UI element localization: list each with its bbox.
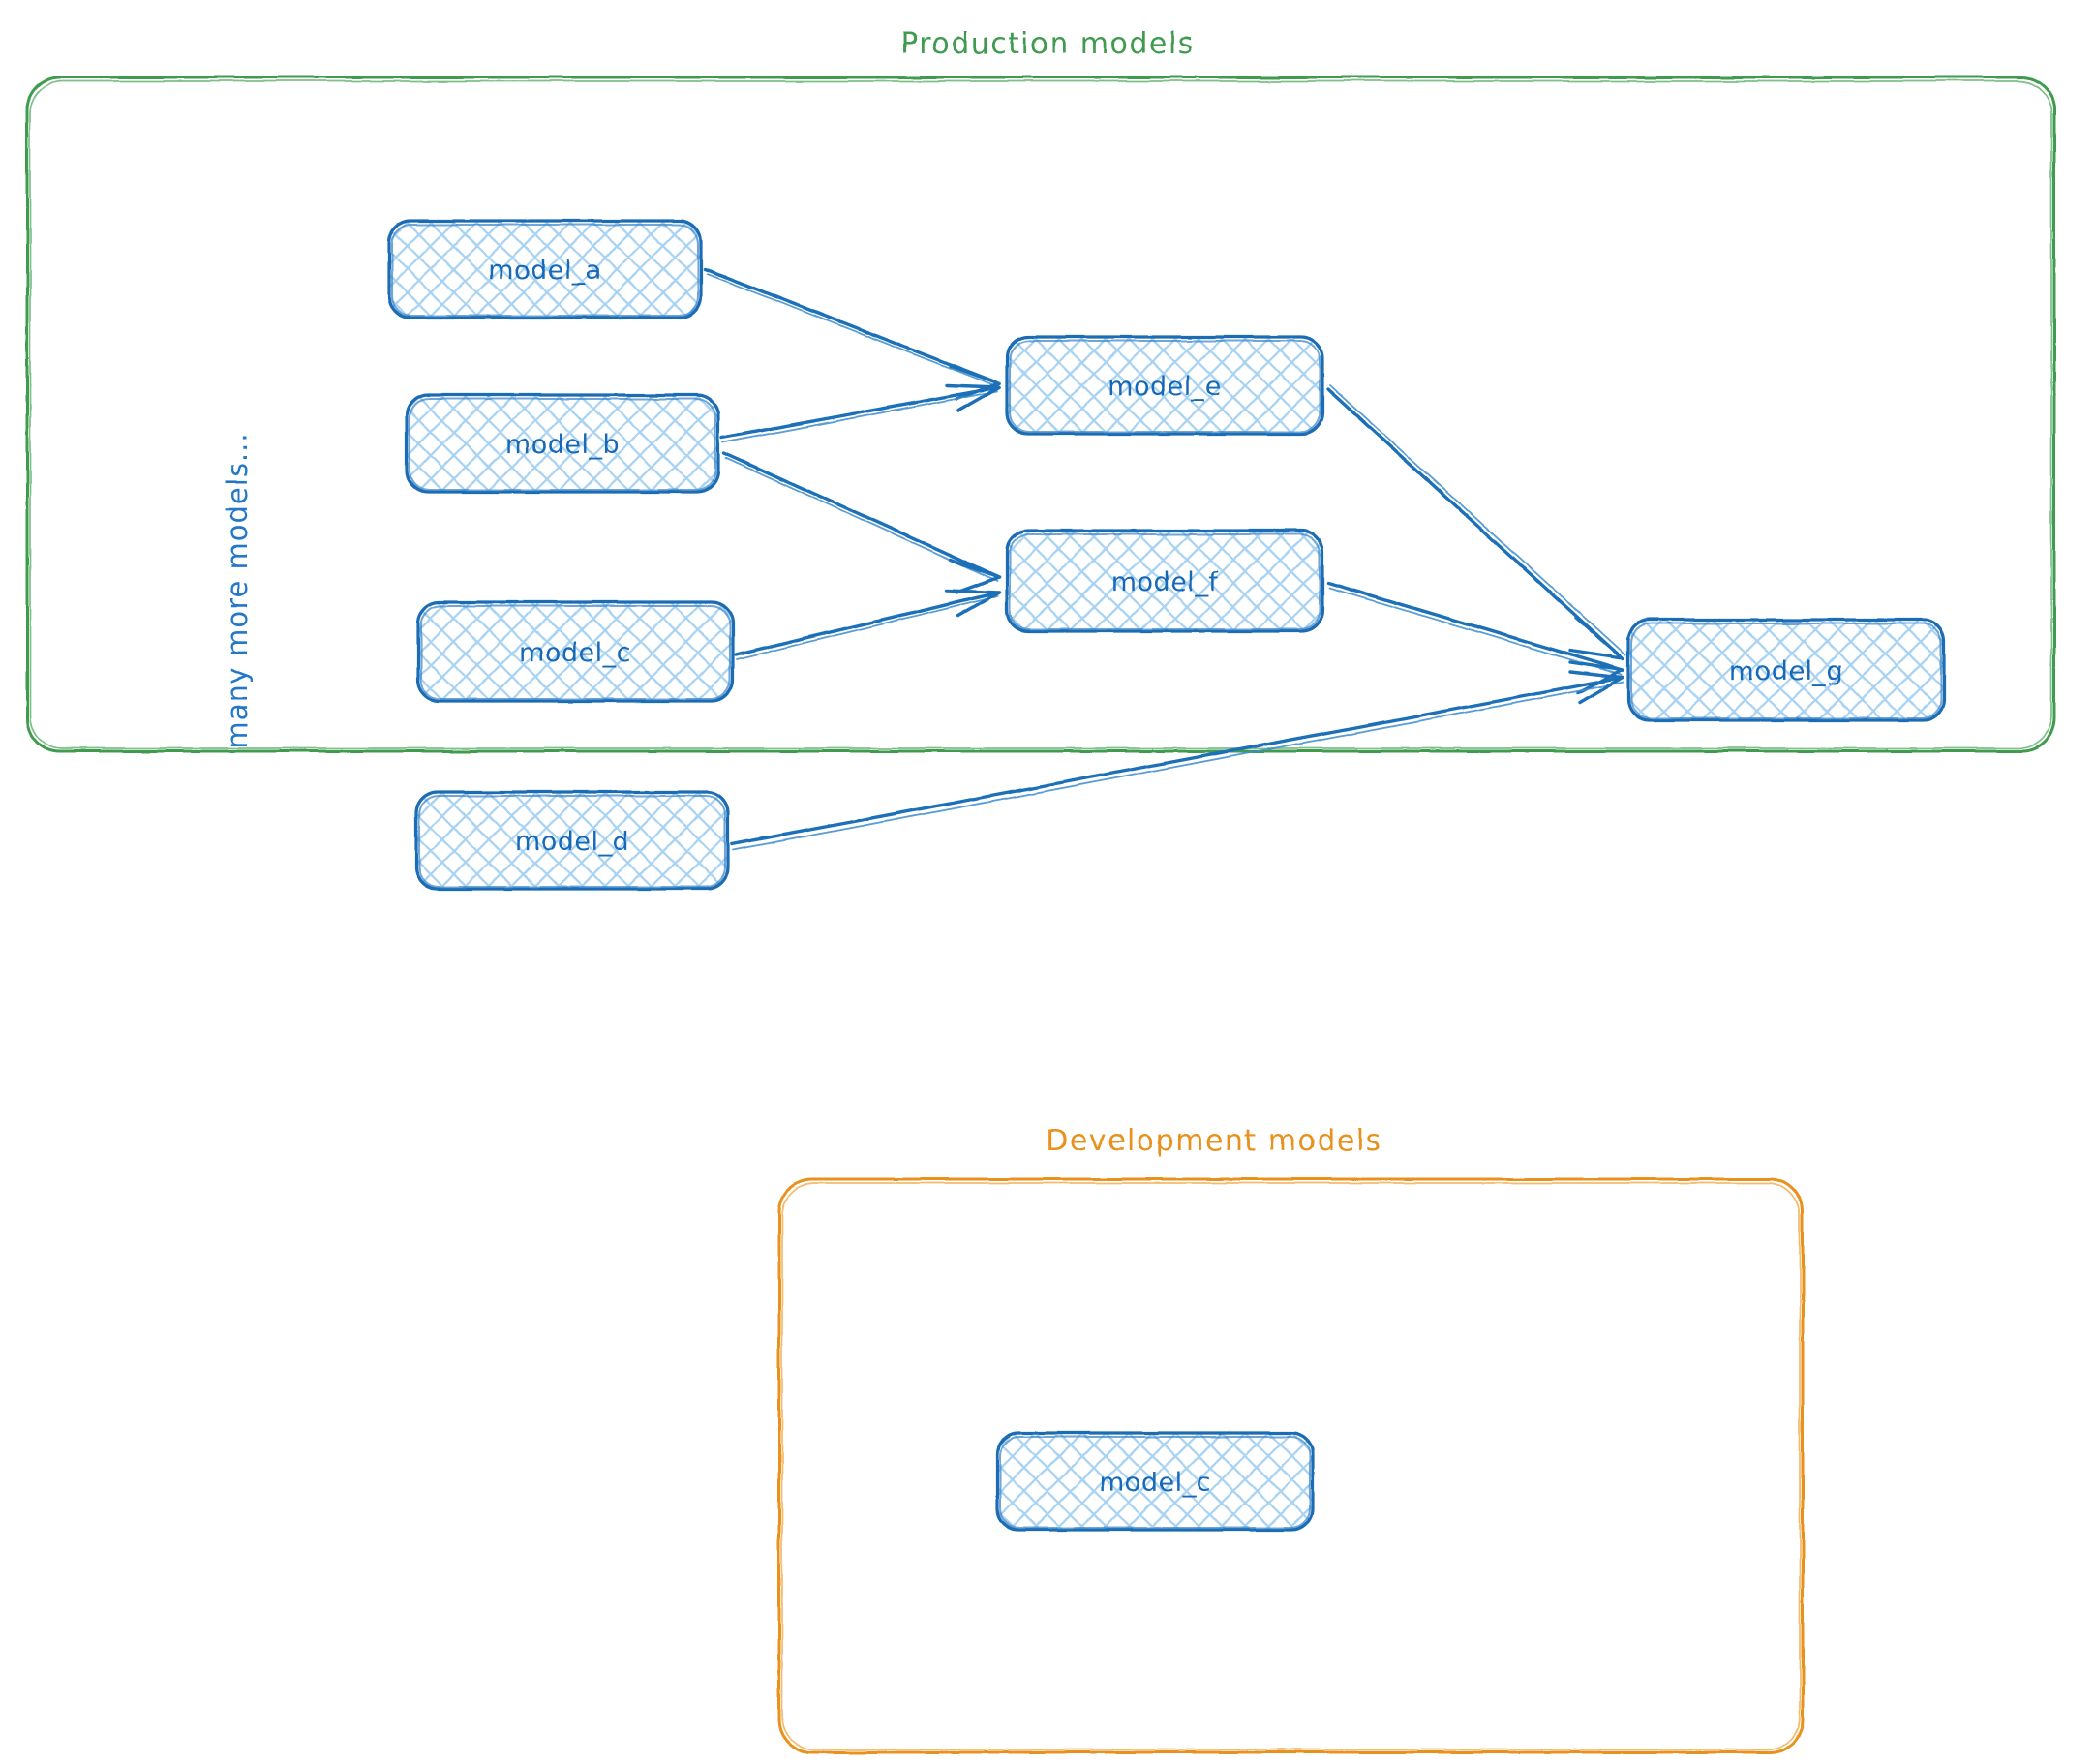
edge-model-f-to-model-g xyxy=(1326,581,1624,695)
group-title-development: Development models xyxy=(1046,1124,1382,1158)
group-production: Production models xyxy=(25,27,2056,753)
node-model-e[interactable]: model_e xyxy=(1005,335,1324,436)
production-boundary xyxy=(25,76,2056,753)
edge-model-b-to-model-f xyxy=(722,451,1001,594)
edge-model-e-to-model-g xyxy=(1326,384,1626,660)
node-model-a[interactable]: model_a xyxy=(387,219,703,319)
development-boundary xyxy=(777,1177,1805,1754)
node-model-f[interactable]: model_f xyxy=(1005,529,1324,633)
node-label-model-f: model_f xyxy=(1111,567,1220,597)
edge-model-b-to-model-e xyxy=(720,383,1001,443)
node-model-g[interactable]: model_g xyxy=(1626,618,1946,722)
edge-model-c-to-model-f xyxy=(734,589,1001,660)
node-label-model-c-dev: model_c xyxy=(1099,1468,1211,1498)
group-title-production: Production models xyxy=(900,27,1195,61)
node-layer: model_a model_b model_c xyxy=(387,219,1946,891)
development-boundary-sketch xyxy=(781,1182,1801,1750)
node-model-d[interactable]: model_d xyxy=(414,790,730,891)
edge-layer xyxy=(703,267,1626,851)
group-development: Development models model_c xyxy=(777,1124,1805,1754)
node-model-b[interactable]: model_b xyxy=(405,393,720,494)
node-label-model-b: model_b xyxy=(505,430,620,460)
production-boundary-sketch xyxy=(29,80,2052,749)
side-note-label: many more models... xyxy=(221,432,254,748)
edge-model-a-to-model-e xyxy=(703,267,1001,401)
node-label-model-c: model_c xyxy=(519,638,631,668)
side-note-many-more-models: many more models... xyxy=(221,432,254,748)
node-label-model-d: model_d xyxy=(515,827,629,857)
edge-model-d-to-model-g xyxy=(730,670,1624,851)
node-model-c-dev[interactable]: model_c xyxy=(995,1431,1315,1532)
node-label-model-g: model_g xyxy=(1729,656,1843,686)
node-label-model-e: model_e xyxy=(1108,372,1222,402)
node-label-model-a: model_a xyxy=(488,256,602,286)
node-model-c[interactable]: model_c xyxy=(416,600,735,703)
